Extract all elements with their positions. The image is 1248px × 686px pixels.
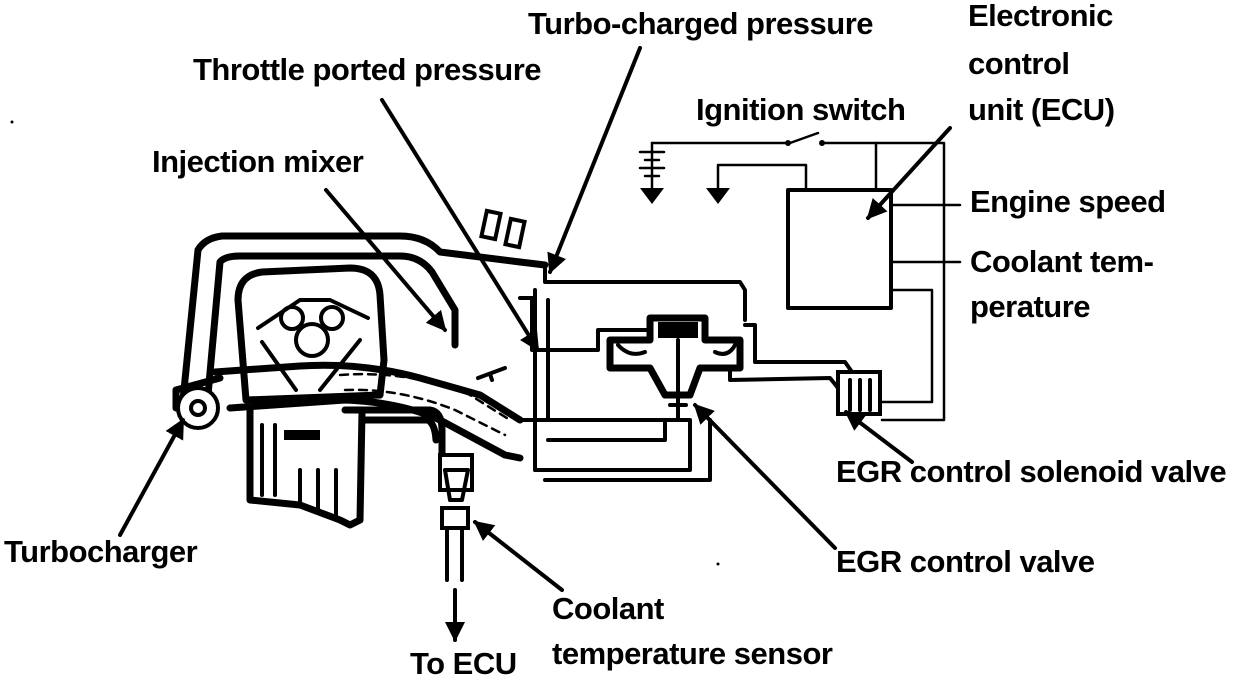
sensor-wire [445,526,464,582]
egr-valve-diaphragm [658,322,698,338]
solenoid-coils [848,378,872,412]
engine-block [246,406,366,529]
label-engine-speed: Engine speed [970,184,1166,219]
egr-line-lower [518,418,692,472]
coolant-passage [341,406,446,464]
turbo-pressure-line [543,263,747,322]
leader-throttle-ported [380,98,540,352]
sensor-hex [443,468,470,502]
egr-control-valve [606,314,744,422]
solenoid-wire [880,288,934,404]
mixer-fitting-2 [503,216,527,250]
leader-turbocharger [118,418,185,537]
ignition-switch-arm [788,131,820,145]
throttle-pressure-line [518,296,652,352]
speck-2 [716,562,720,566]
leader-lines [118,46,952,642]
turbocharger-hub [189,399,207,417]
switch-contact-1 [785,140,791,146]
mixer-fitting-1 [479,208,503,242]
turbo-pressure-line-inner [533,288,550,472]
label-coolant-sensor-line2: temperature sensor [552,636,833,671]
block-ribs [260,423,338,517]
leader-ecu [866,126,952,220]
label-ecu-line3: unit (ECU) [968,92,1115,127]
label-throttle-ported-pressure: Throttle ported pressure [193,52,542,87]
piston-top [294,322,330,358]
rocker-arms [256,298,370,392]
intake-pipe-outer [179,232,549,404]
intake-pipe-inner [204,252,459,399]
label-egr-control-valve: EGR control valve [836,544,1095,579]
leader-egr-valve [693,403,837,550]
leader-turbo-charged [547,46,642,274]
cylinder-head [234,264,388,404]
electrical-circuit [638,131,962,422]
egr-valve-stem [668,338,688,422]
block-slot [284,430,320,440]
switch-to-ecu-wire [822,141,946,422]
egr-valve-body [606,314,744,399]
label-egr-control-solenoid-valve: EGR control solenoid valve [836,454,1227,489]
label-turbo-charged-pressure: Turbo-charged pressure [528,6,874,41]
leader-egr-solenoid [844,410,914,464]
egr-valve-ports [616,343,737,356]
label-injection-mixer: Injection mixer [152,144,364,179]
label-ecu-line2: control [968,46,1070,81]
ground-symbol-1 [640,188,664,204]
manifold-dashed-2 [343,388,507,437]
label-ecu-line1: Electronic [968,0,1113,33]
throttle-valve [476,366,507,382]
label-ignition-switch: Ignition switch [696,92,906,127]
manifold-dashed-1 [338,372,512,422]
label-to-ecu: To ECU [410,646,517,681]
ecu-ground-wire [716,163,808,192]
switch-contact-2 [819,140,825,146]
solenoid-line-top [743,323,854,374]
turbo-arm [172,374,224,412]
battery-symbol [638,141,666,190]
label-coolant-temp-line1: Coolant tem- [970,244,1154,279]
intake-manifold-upper [211,361,524,424]
egr-solenoid-valve [836,370,882,416]
engine-assembly [172,208,549,582]
egr-line-right [543,418,712,482]
leader-coolant-sensor [473,520,564,592]
cam-lobe-right [319,305,345,331]
coolant-sensor-plug [440,506,470,530]
ecu-box [786,188,893,310]
pressure-lines [518,263,854,482]
label-coolant-temp-line2: perature [970,289,1091,324]
label-turbocharger: Turbocharger [4,534,198,569]
speck-1 [10,120,14,124]
label-coolant-sensor-line1: Coolant [552,591,664,626]
solenoid-line-bottom [728,368,840,390]
leader-injection-mixer [324,188,447,332]
ground-symbol-2 [706,188,730,204]
